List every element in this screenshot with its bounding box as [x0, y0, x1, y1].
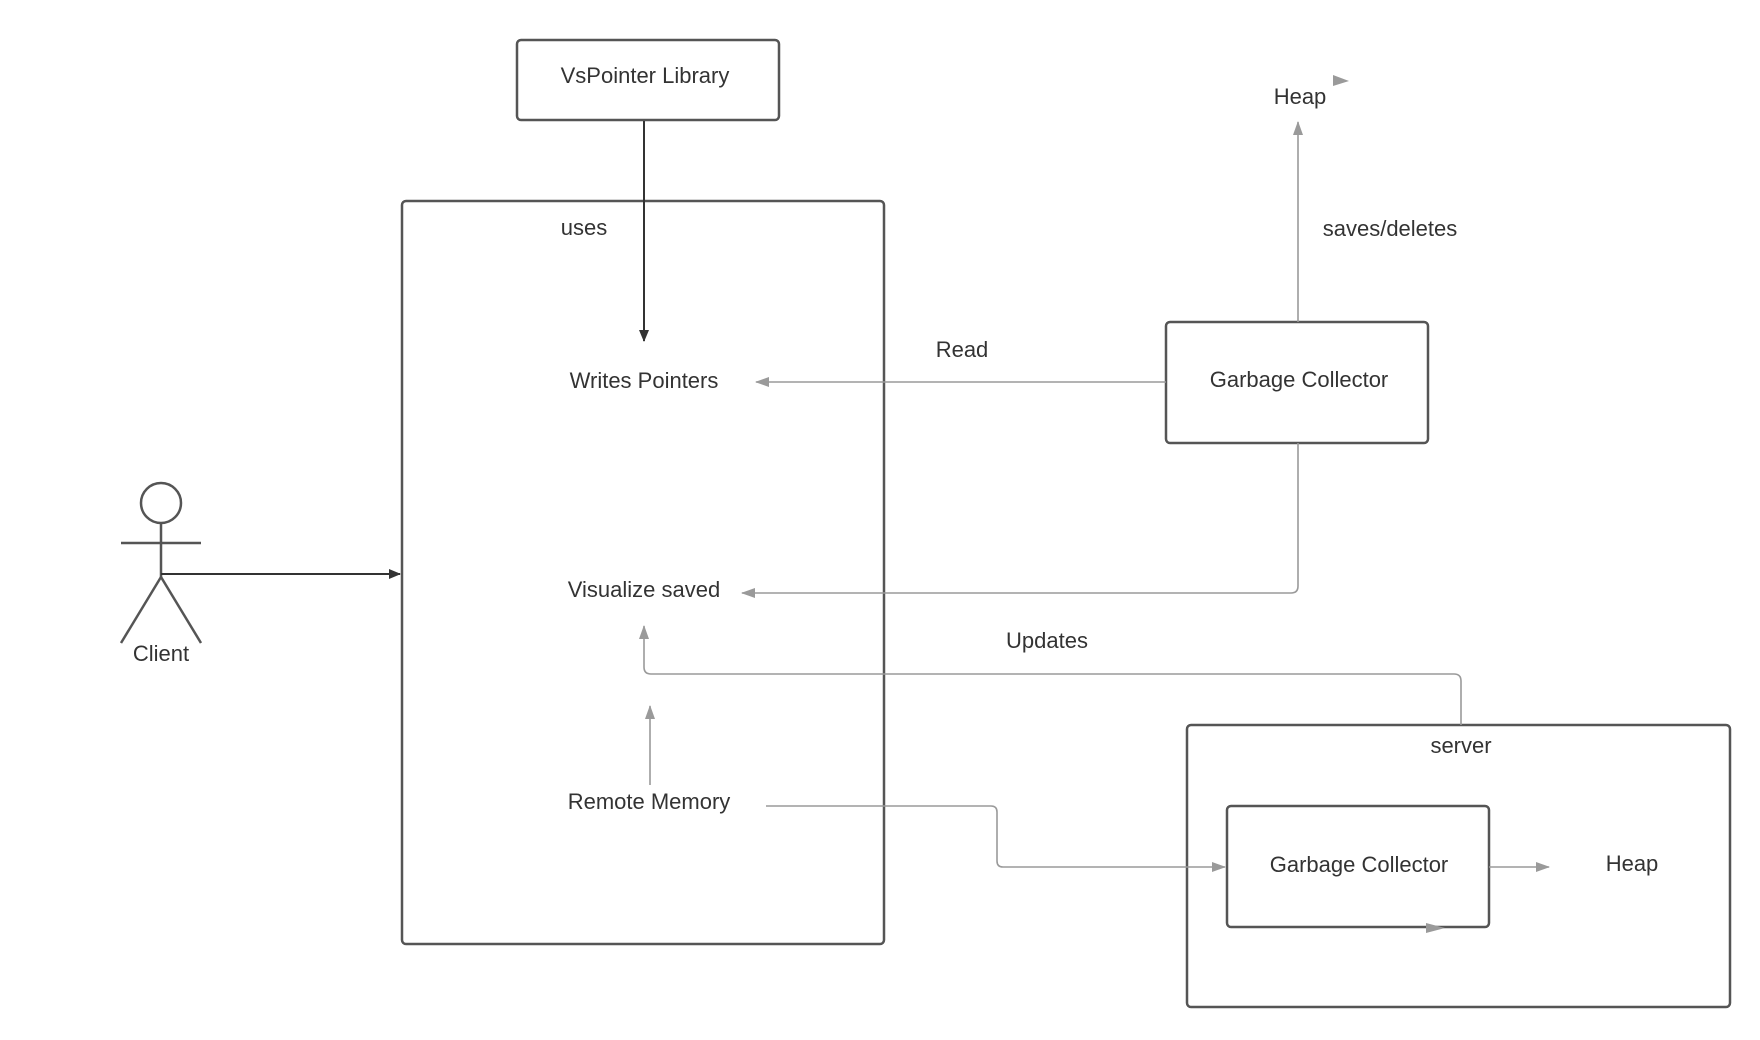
uses-label: uses: [561, 215, 607, 240]
client-actor-icon: [119, 481, 203, 644]
heap-server-label: Heap: [1606, 851, 1659, 876]
arrow-server-updates-visualize: [639, 625, 1462, 725]
remote-memory-label: Remote Memory: [568, 789, 731, 814]
garbage-collector-top-label: Garbage Collector: [1210, 367, 1389, 392]
server-gc-bottom-arrowhead: [1426, 923, 1445, 933]
server-label: server: [1430, 733, 1491, 758]
vspointer-library-label: VsPointer Library: [561, 63, 730, 88]
client-label: Client: [133, 641, 189, 666]
heap-top-arrowhead: [1333, 75, 1349, 86]
server-container: [1185, 723, 1732, 1009]
garbage-collector-server-label: Garbage Collector: [1270, 852, 1449, 877]
arrow-remote-to-server-gc: [766, 805, 1226, 872]
updates-label: Updates: [1006, 628, 1088, 653]
writes-pointers-label: Writes Pointers: [570, 368, 719, 393]
saves-deletes-label: saves/deletes: [1323, 216, 1458, 241]
read-label: Read: [936, 337, 989, 362]
visualize-saved-label: Visualize saved: [568, 577, 720, 602]
heap-top-label: Heap: [1274, 84, 1327, 109]
vspointer-library-box: [515, 38, 781, 122]
arrow-gc-to-visualize: [741, 443, 1299, 598]
